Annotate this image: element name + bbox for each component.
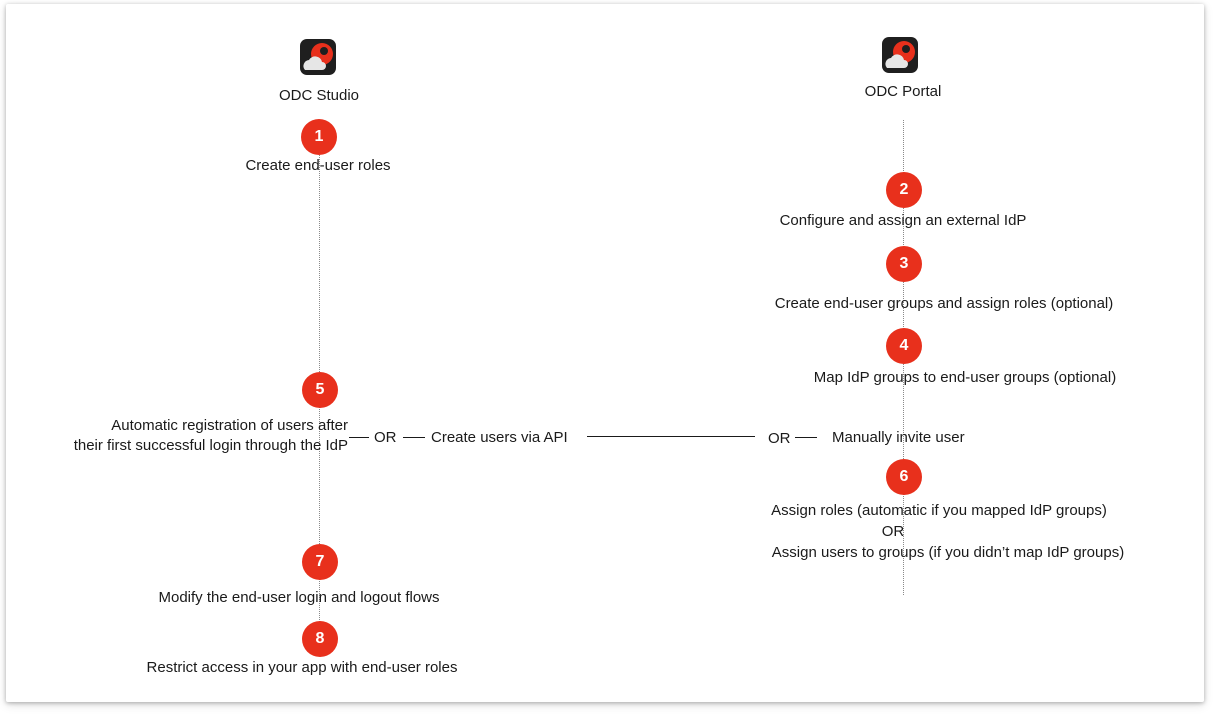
step-8-badge: 8 — [302, 621, 338, 657]
manually-invite-label: Manually invite user — [832, 429, 965, 446]
step-8-label: Restrict access in your app with end-use… — [146, 659, 458, 676]
step-3-badge: 3 — [886, 246, 922, 282]
step-1-label: Create end-user roles — [245, 157, 391, 174]
step-4-label: Map IdP groups to end-user groups (optio… — [813, 369, 1117, 386]
step-2-badge: 2 — [886, 172, 922, 208]
connector-line-d — [795, 437, 817, 438]
step-6-badge: 6 — [886, 459, 922, 495]
odc-portal-logo-icon — [882, 37, 918, 73]
step-3-label: Create end-user groups and assign roles … — [774, 295, 1114, 312]
step-6-label: Assign roles (automatic if you mapped Id… — [771, 500, 1125, 563]
diagram-card — [6, 4, 1204, 702]
step-2-label: Configure and assign an external IdP — [779, 212, 1027, 229]
connector-line-c — [587, 436, 755, 437]
portal-title: ODC Portal — [864, 83, 942, 100]
connector-line-a — [349, 437, 369, 438]
step-6-label-or: OR — [881, 523, 905, 540]
step-5-label-line-1: Automatic registration of users after — [111, 417, 348, 434]
studio-title: ODC Studio — [278, 87, 360, 104]
step-5-label: Automatic registration of users after th… — [74, 416, 348, 456]
step-7-label: Modify the end-user login and logout flo… — [158, 589, 440, 606]
step-5-label-line-2: their first successful login through the… — [73, 437, 348, 454]
connector-line-b — [403, 437, 425, 438]
or-right-label: OR — [768, 430, 791, 447]
step-6-label-line-2: Assign users to groups (if you didn’t ma… — [771, 544, 1125, 561]
step-7-badge: 7 — [302, 544, 338, 580]
or-left-label: OR — [374, 429, 397, 446]
step-4-badge: 4 — [886, 328, 922, 364]
step-5-badge: 5 — [302, 372, 338, 408]
odc-studio-logo-icon — [300, 39, 336, 75]
step-1-badge: 1 — [301, 119, 337, 155]
create-users-api-label: Create users via API — [431, 429, 568, 446]
step-6-label-line-1: Assign roles (automatic if you mapped Id… — [771, 502, 1107, 519]
